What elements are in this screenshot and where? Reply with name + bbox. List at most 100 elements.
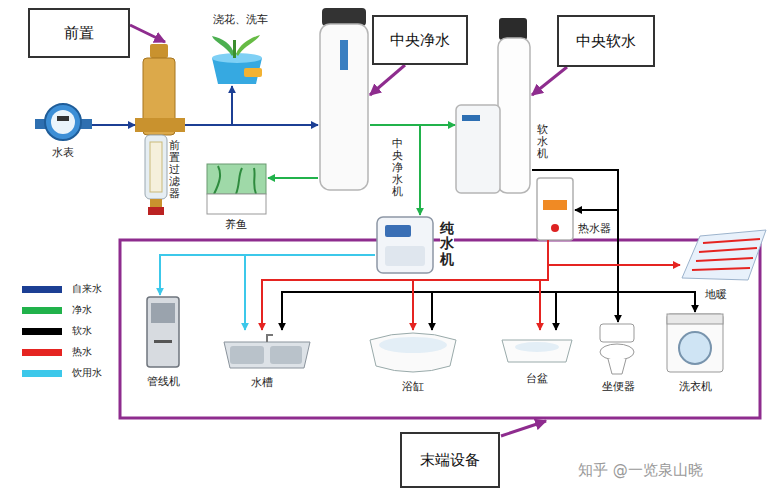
pre-filter-icon xyxy=(148,207,164,215)
pre-filter-icon xyxy=(145,135,167,199)
water-heater-icon xyxy=(551,224,559,232)
pure-water-machine-icon xyxy=(385,246,425,266)
floor-heating-icon xyxy=(682,230,766,280)
legend-swatch xyxy=(22,328,62,335)
water-heater-icon xyxy=(537,178,573,240)
pipe-connector xyxy=(532,170,695,312)
callout-box: 末端设备 xyxy=(400,432,500,488)
toilet-icon xyxy=(600,344,634,360)
callout-text: 前置 xyxy=(64,24,94,42)
pure-water-machine-icon xyxy=(377,217,433,273)
sink-icon xyxy=(224,342,310,368)
callout-text: 末端设备 xyxy=(420,451,480,469)
device-node: 纯水机 xyxy=(375,215,435,275)
device-node: 坐便器 xyxy=(595,322,640,376)
toilet-icon xyxy=(600,324,634,374)
device-label: 台盆 xyxy=(525,372,549,385)
pre-filter-icon xyxy=(135,118,185,132)
callout-text: 中央净水 xyxy=(390,31,450,49)
device-label: 前置过滤器 xyxy=(169,140,180,200)
terminal-pointer-arrow xyxy=(501,421,546,436)
device-label: 中央净水机 xyxy=(392,138,403,198)
water-meter-icon xyxy=(51,110,75,134)
toilet-icon xyxy=(608,359,626,374)
pipe-connector xyxy=(532,170,618,210)
device-node: 热水器 xyxy=(535,178,575,240)
floor-heating-icon xyxy=(692,239,760,270)
garden-car-icon xyxy=(233,40,236,58)
sink-icon xyxy=(270,346,302,364)
softener-icon xyxy=(499,18,527,40)
garden-car-icon xyxy=(212,36,234,56)
device-node: 管线机 xyxy=(145,295,181,368)
pipe-connector xyxy=(268,177,318,179)
pre-filter-icon xyxy=(135,44,185,215)
pipe-connector xyxy=(245,255,375,330)
device-label: 水槽 xyxy=(250,376,274,389)
pipe-connector xyxy=(548,240,680,265)
device-label: 养鱼 xyxy=(224,218,248,231)
device-label: 洗衣机 xyxy=(678,380,713,393)
fish-tank-icon xyxy=(214,166,256,194)
basin-icon xyxy=(502,340,572,362)
water-meter-icon xyxy=(57,116,69,121)
fish-tank-icon xyxy=(207,194,266,214)
softener-icon xyxy=(456,105,500,193)
device-label: 地暖 xyxy=(704,288,728,301)
device-node: 中央净水机 xyxy=(318,8,370,190)
legend-swatch xyxy=(22,286,62,293)
legend-text: 饮用水 xyxy=(72,367,102,379)
device-label: 热水器 xyxy=(577,222,612,235)
sink-icon xyxy=(224,335,310,368)
water-meter-icon xyxy=(45,104,81,140)
legend-swatch xyxy=(22,370,62,377)
legend-text: 净水 xyxy=(72,304,92,316)
device-label: 纯水机 xyxy=(440,221,454,267)
pure-water-machine-icon xyxy=(377,217,433,273)
bathtub-icon xyxy=(379,337,447,353)
pipe-connector xyxy=(92,124,135,126)
device-node: 水槽 xyxy=(222,330,312,370)
pre-filter-icon xyxy=(150,44,168,58)
terminal-pointer-arrow xyxy=(501,421,546,436)
pipe-connector xyxy=(370,125,420,215)
device-label: 坐便器 xyxy=(601,380,636,393)
water-meter-icon xyxy=(35,104,92,140)
central-purifier-icon xyxy=(340,40,348,70)
pipe-connector xyxy=(262,240,548,330)
callout-box: 中央软水 xyxy=(557,15,655,67)
garden-car-icon xyxy=(212,35,262,84)
legend-swatch xyxy=(22,307,62,314)
pipe-connector xyxy=(532,170,618,322)
legend-text: 软水 xyxy=(72,325,92,337)
pure-water-machine-icon xyxy=(385,225,411,237)
sink-icon xyxy=(230,346,264,364)
dispenser-icon xyxy=(147,297,179,367)
washer-icon xyxy=(679,332,711,364)
softener-icon xyxy=(462,115,480,121)
central-purifier-icon xyxy=(320,8,368,190)
basin-icon xyxy=(515,342,559,352)
callout-arrow xyxy=(130,25,165,42)
water-heater-icon xyxy=(537,178,573,240)
device-node: 养鱼 xyxy=(205,162,268,216)
callout-arrow xyxy=(532,67,567,95)
device-node: 水表 xyxy=(35,102,92,142)
callout-text: 中央软水 xyxy=(576,32,636,50)
bathtub-icon xyxy=(370,333,456,372)
pre-filter-icon xyxy=(150,199,162,207)
pipe-connector xyxy=(540,240,548,330)
garden-car-icon xyxy=(244,68,262,77)
device-label: 管线机 xyxy=(146,375,181,388)
floor-heating-icon xyxy=(682,230,766,280)
dispenser-icon xyxy=(154,340,172,343)
pipe-connector xyxy=(413,240,548,330)
legend-text: 热水 xyxy=(72,346,92,358)
pipe-connector xyxy=(532,170,618,330)
washer-icon xyxy=(667,314,723,372)
pipe-connector xyxy=(185,124,318,126)
pipe-connector xyxy=(432,170,618,330)
